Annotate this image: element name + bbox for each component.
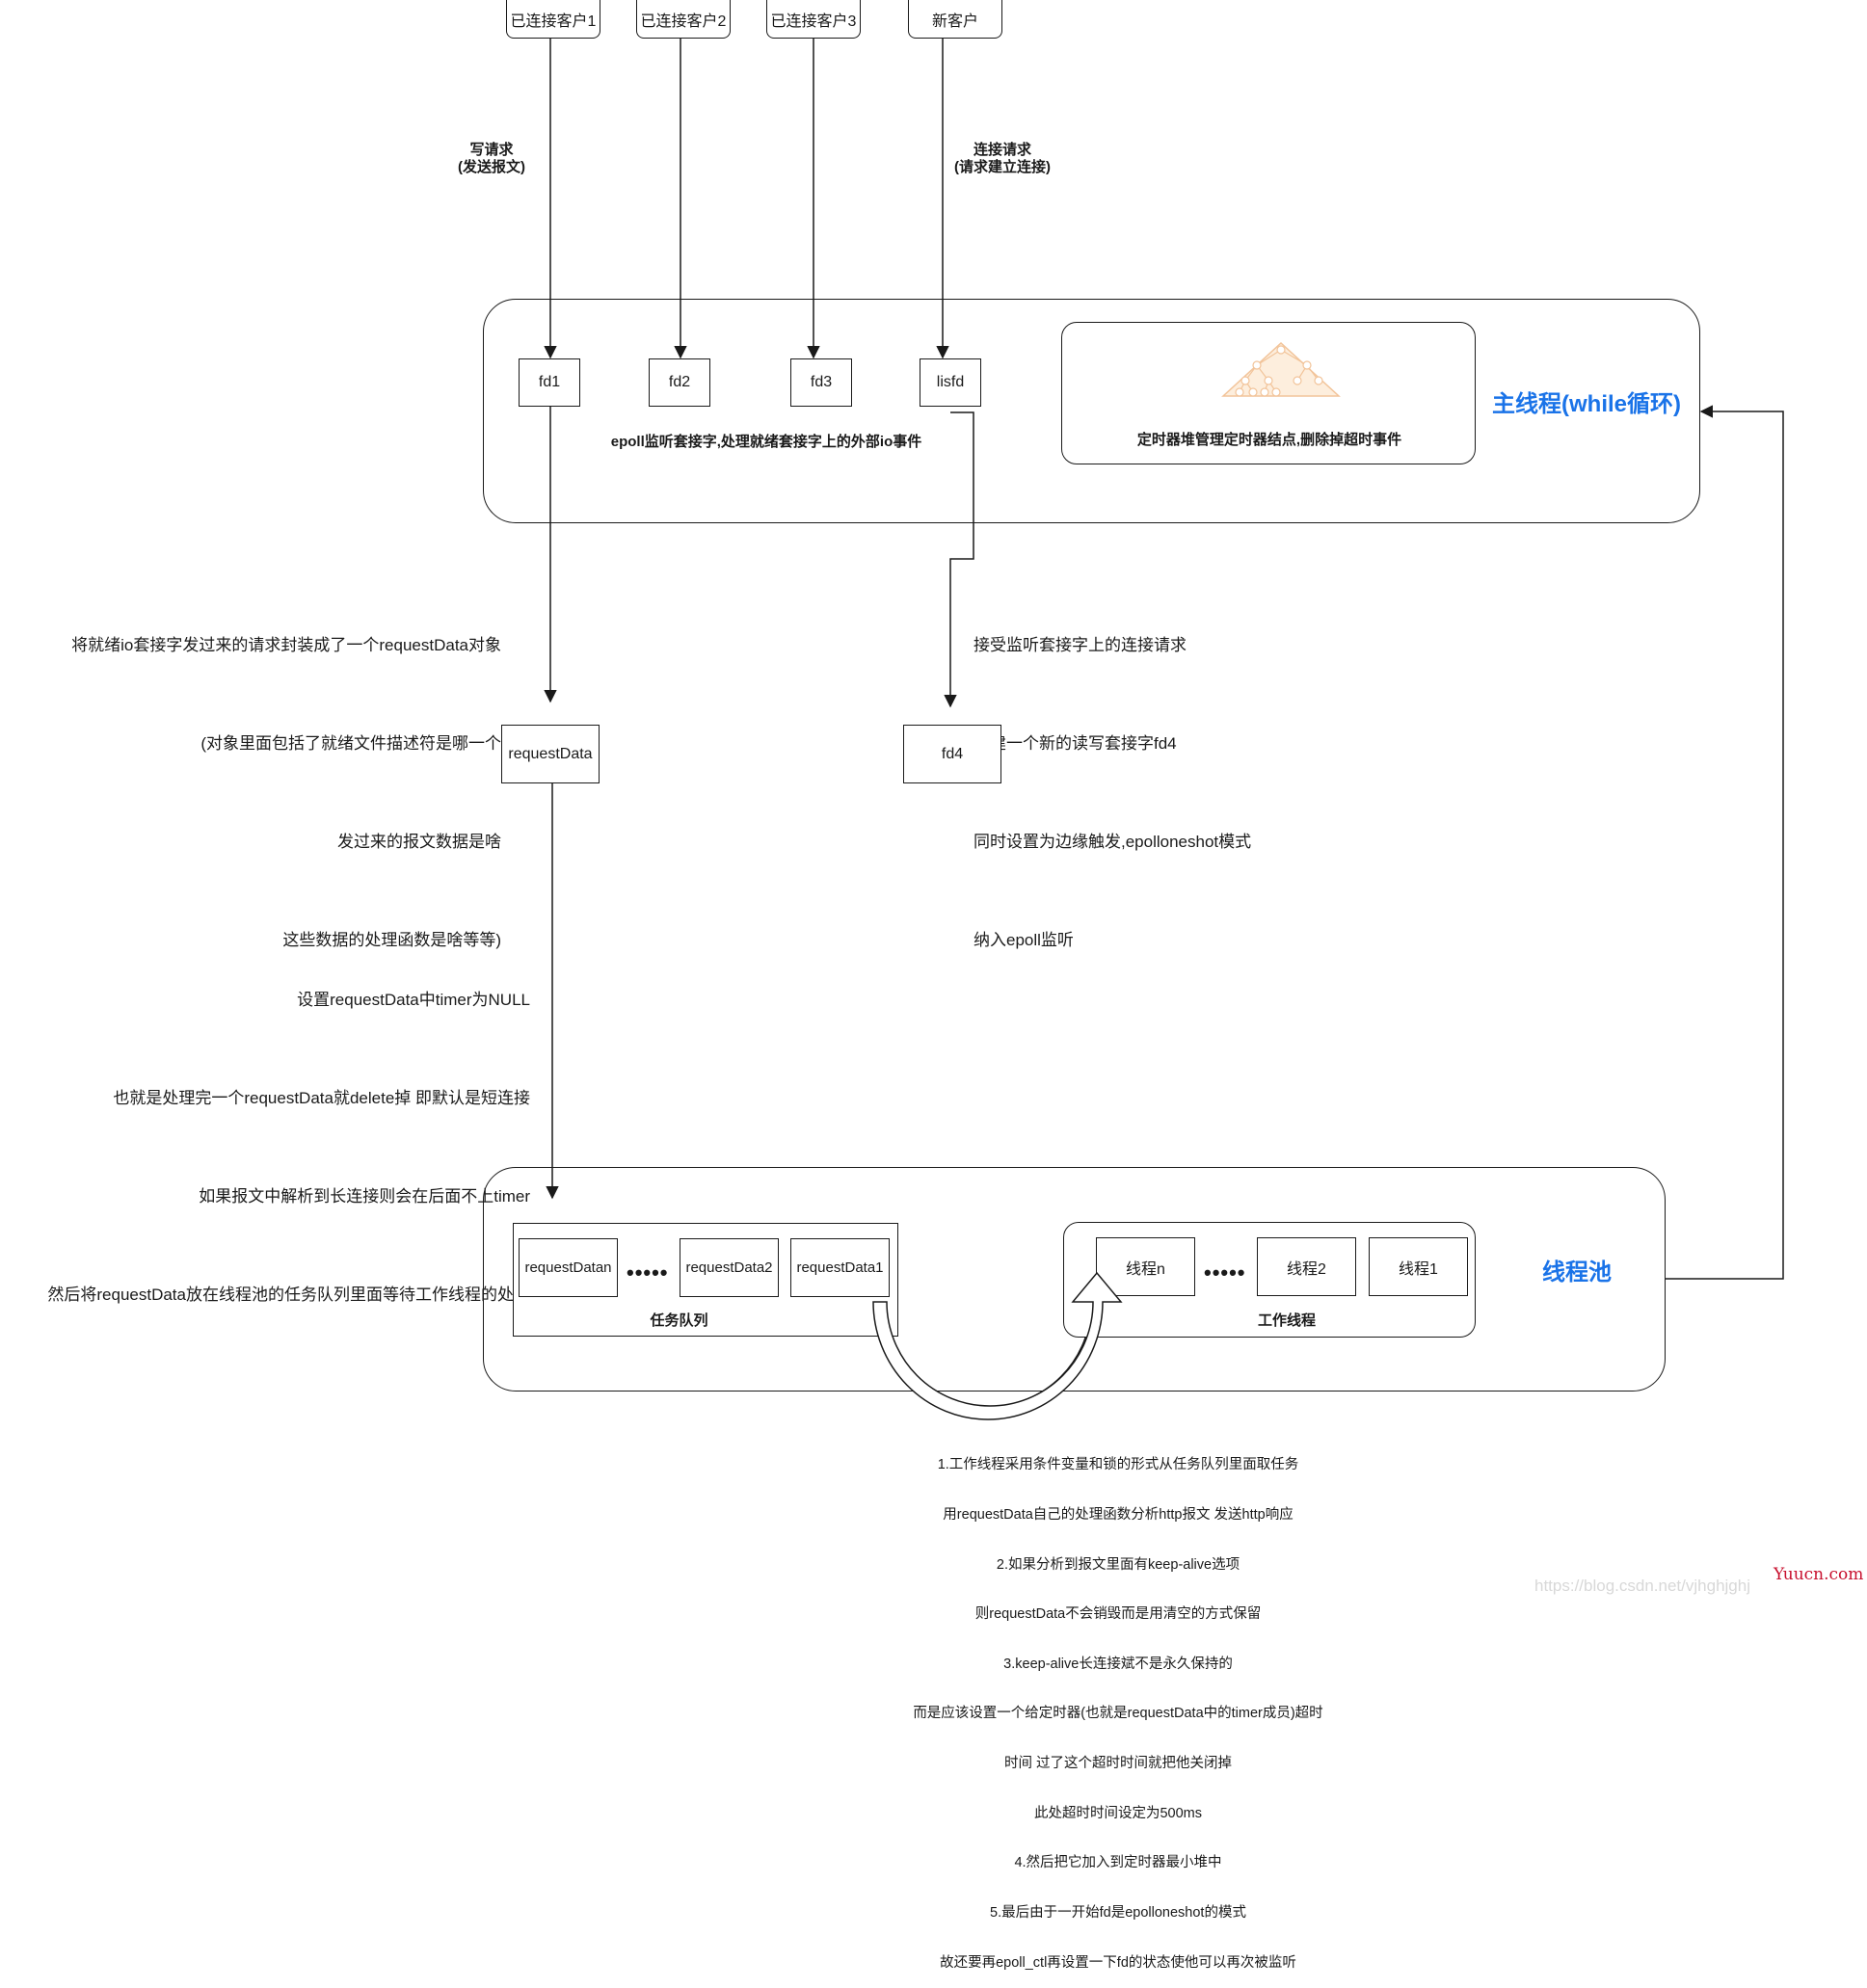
note-line: 然后将requestData放在线程池的任务队列里面等待工作线程的处理	[47, 1286, 530, 1304]
bottom-note-line: 1.工作线程采用条件变量和锁的形式从任务队列里面取任务	[937, 1457, 1299, 1473]
client-label: 新客户	[931, 13, 978, 30]
note-line: 这些数据的处理函数是啥等等)	[282, 931, 501, 949]
fd-label: lisfd	[936, 374, 965, 390]
task-item: requestData1	[790, 1238, 890, 1297]
note-line: 纳入epoll监听	[974, 931, 1074, 949]
bottom-note-line: 则requestData不会销毁而是用清空的方式保留	[974, 1606, 1262, 1623]
note-timer-setup: 设置requestData中timer为NULL 也就是处理完一个request…	[19, 918, 530, 1344]
worker-label: 线程1	[1399, 1260, 1438, 1278]
main-thread-container	[483, 299, 1700, 523]
note-request-data-wrap: 将就绪io套接字发过来的请求封装成了一个requestData对象 (对象里面包…	[39, 564, 501, 990]
node-label: fd4	[941, 745, 964, 762]
task-label: requestData2	[685, 1259, 773, 1276]
worker-ellipsis: •••••	[1204, 1260, 1246, 1285]
timer-heap-box: 定时器堆管理定时器结点,删除掉超时事件	[1061, 322, 1476, 464]
bottom-note-line: 故还要再epoll_ctl再设置一下fd的状态使他可以再次被监听	[940, 1954, 1296, 1971]
note-line: 发过来的报文数据是啥	[337, 833, 501, 851]
lisfd-node: lisfd	[920, 358, 981, 407]
note-accept-conn: 接受监听套接字上的连接请求 创建一个新的读写套接字fd4 同时设置为边缘触发,e…	[974, 564, 1359, 990]
thread-pool-title: 线程池	[1542, 1259, 1612, 1286]
tree-icon	[1221, 341, 1341, 397]
worker-item: 线程2	[1257, 1237, 1356, 1296]
task-item: requestDatan	[519, 1238, 618, 1297]
edge-label-write-request: 写请求 (发送报文)	[458, 142, 525, 175]
node-label: requestData	[508, 745, 593, 762]
client-label: 已连接客户1	[510, 13, 597, 30]
fd1-node: fd1	[519, 358, 580, 407]
note-line: 接受监听套接字上的连接请求	[974, 636, 1187, 654]
note-line: 也就是处理完一个requestData就delete掉 即默认是短连接	[113, 1089, 530, 1107]
fd2-node: fd2	[649, 358, 710, 407]
worker-item: 线程1	[1369, 1237, 1468, 1296]
bottom-notes: 1.工作线程采用条件变量和锁的形式从任务队列里面取任务 用requestData…	[733, 1424, 1504, 1988]
note-line: 设置requestData中timer为NULL	[297, 991, 530, 1009]
epoll-caption: epoll监听套接字,处理就绪套接字上的外部io事件	[610, 434, 922, 450]
note-line: 将就绪io套接字发过来的请求封装成了一个requestData对象	[71, 636, 501, 654]
request-data-node: requestData	[501, 725, 600, 783]
worker-label: 线程2	[1287, 1260, 1326, 1278]
edge-label-connect-request: 连接请求 (请求建立连接)	[954, 142, 1051, 175]
bottom-note-line: 此处超时时间设定为500ms	[1033, 1805, 1203, 1821]
main-thread-title: 主线程(while循环)	[1492, 391, 1681, 417]
note-line: 创建一个新的读写套接字fd4	[974, 734, 1177, 753]
client-label: 已连接客户2	[640, 13, 727, 30]
arrow-lisfd-fd4	[944, 411, 974, 708]
timer-caption: 定时器堆管理定时器结点,删除掉超时事件	[1136, 432, 1402, 448]
note-line: 同时设置为边缘触发,epolloneshot模式	[974, 833, 1252, 851]
bottom-note-line: 2.如果分析到报文里面有keep-alive选项	[996, 1556, 1240, 1573]
bottom-note-line: 4.然后把它加入到定时器最小堆中	[1014, 1855, 1222, 1871]
note-line: (对象里面包括了就绪文件描述符是哪一个	[200, 734, 501, 753]
fd-label: fd1	[538, 374, 561, 390]
client-box-new: 新客户	[908, 0, 1002, 39]
brand-logo: Yuucn.com	[1774, 1565, 1864, 1584]
bottom-note-line: 而是应该设置一个给定时器(也就是requestData中的timer成员)超时	[913, 1706, 1323, 1722]
client-box-3: 已连接客户3	[766, 0, 861, 39]
client-box-1: 已连接客户1	[506, 0, 600, 39]
task-item: requestData2	[680, 1238, 779, 1297]
bottom-note-line: 时间 过了这个超时时间就把他关闭掉	[1003, 1756, 1233, 1772]
task-ellipsis: •••••	[627, 1260, 669, 1285]
worker-label: 线程n	[1126, 1260, 1165, 1278]
arrow-pool-mainthread	[1666, 405, 1784, 1280]
note-line: 如果报文中解析到长连接则会在后面不上timer	[199, 1187, 530, 1206]
fd-label: fd3	[810, 374, 833, 390]
bottom-note-line: 5.最后由于一开始fd是epolloneshot的模式	[990, 1904, 1246, 1921]
fd3-node: fd3	[790, 358, 852, 407]
client-box-2: 已连接客户2	[636, 0, 731, 39]
bottom-note-line: 3.keep-alive长连接斌不是永久保持的	[1003, 1656, 1233, 1672]
fd-label: fd2	[668, 374, 691, 390]
worker-item: 线程n	[1096, 1237, 1195, 1296]
worker-label-caption: 工作线程	[1257, 1312, 1316, 1329]
fd4-node: fd4	[903, 725, 1001, 783]
task-label: requestDatan	[524, 1259, 612, 1276]
watermark: https://blog.csdn.net/vjhghjghj	[1534, 1577, 1750, 1595]
task-queue-label: 任务队列	[650, 1312, 708, 1329]
client-label: 已连接客户3	[770, 13, 857, 30]
bottom-note-line: 用requestData自己的处理函数分析http报文 发送http响应	[943, 1507, 1294, 1524]
task-label: requestData1	[796, 1259, 884, 1276]
